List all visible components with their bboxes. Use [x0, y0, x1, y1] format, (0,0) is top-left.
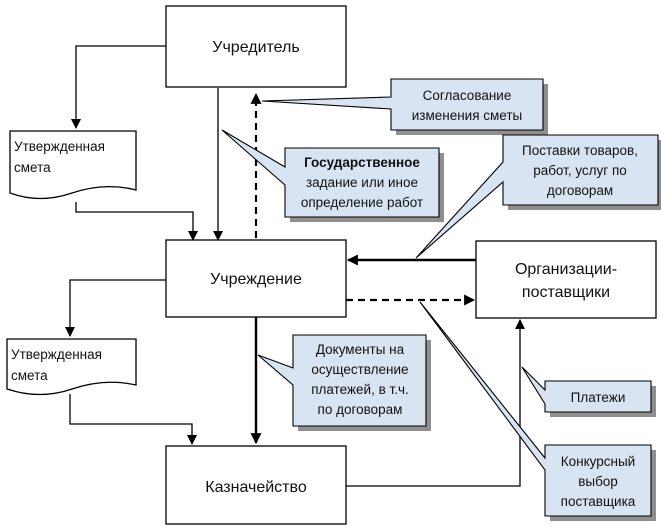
payments-label: Платежи: [571, 390, 626, 405]
treasury-box: Казначейство: [165, 445, 347, 525]
state-task-line1: Государственное: [304, 155, 420, 170]
payment-docs-line2: осуществление: [311, 362, 408, 377]
callout-estimate-approval: Согласование изменения сметы: [261, 78, 548, 135]
approved-estimate-top: Утвержденная смета: [9, 130, 137, 200]
estimate-bottom-to-treasury-arrow: [69, 394, 197, 445]
state-task-line3: определение работ: [301, 195, 423, 210]
goods-supply-line3: договорам: [547, 183, 613, 198]
callout-payment-docs: Документы на осуществление платежей, в т…: [257, 334, 431, 431]
callout-state-task: Государственное задание или иное определ…: [221, 129, 444, 222]
approved-estimate-bottom: Утвержденная смета: [6, 338, 137, 396]
estimate-top-line2: смета: [14, 160, 51, 175]
tender-line3: поставщика: [561, 494, 636, 509]
goods-supply-line1: Поставки товаров,: [522, 143, 638, 158]
payment-docs-line4: по договорам: [318, 402, 403, 417]
treasury-to-suppliers-arrow: [346, 319, 525, 487]
payment-docs-line1: Документы на: [316, 342, 405, 357]
treasury-label: Казначейство: [205, 479, 307, 496]
institution-box: Учреждение: [165, 239, 347, 318]
estimate-top-line1: Утвержденная: [14, 139, 105, 154]
estimate-bottom-line1: Утвержденная: [11, 347, 102, 362]
suppliers-label-line2: поставщики: [522, 284, 610, 301]
estimate-approval-line1: Согласование: [423, 88, 512, 103]
callout-goods-supply: Поставки товаров, работ, услуг по догово…: [415, 134, 661, 259]
tender-line1: Конкурсный: [561, 454, 635, 469]
institution-label: Учреждение: [210, 271, 302, 288]
institution-to-estimate-arrow: [65, 279, 166, 337]
tender-line2: выбор: [578, 474, 618, 489]
callout-tender: Конкурсный выбор поставщика: [419, 301, 656, 521]
suppliers-label-line1: Организации-: [515, 261, 617, 278]
estimate-approval-line2: изменения сметы: [412, 108, 523, 123]
suppliers-box: Организации- поставщики: [475, 240, 657, 319]
estimate-top-to-institution-arrow: [75, 202, 198, 241]
callout-payments: Платежи: [521, 366, 656, 417]
state-task-line2: задание или иное: [306, 175, 418, 190]
estimate-bottom-line2: смета: [11, 368, 48, 383]
founder-box: Учредитель: [165, 5, 347, 88]
goods-supply-line2: работ, услуг по: [533, 163, 627, 178]
payment-docs-line3: платежей, в т.ч.: [311, 382, 409, 397]
founder-label: Учредитель: [212, 39, 299, 56]
founder-to-estimate-arrow: [71, 45, 166, 129]
